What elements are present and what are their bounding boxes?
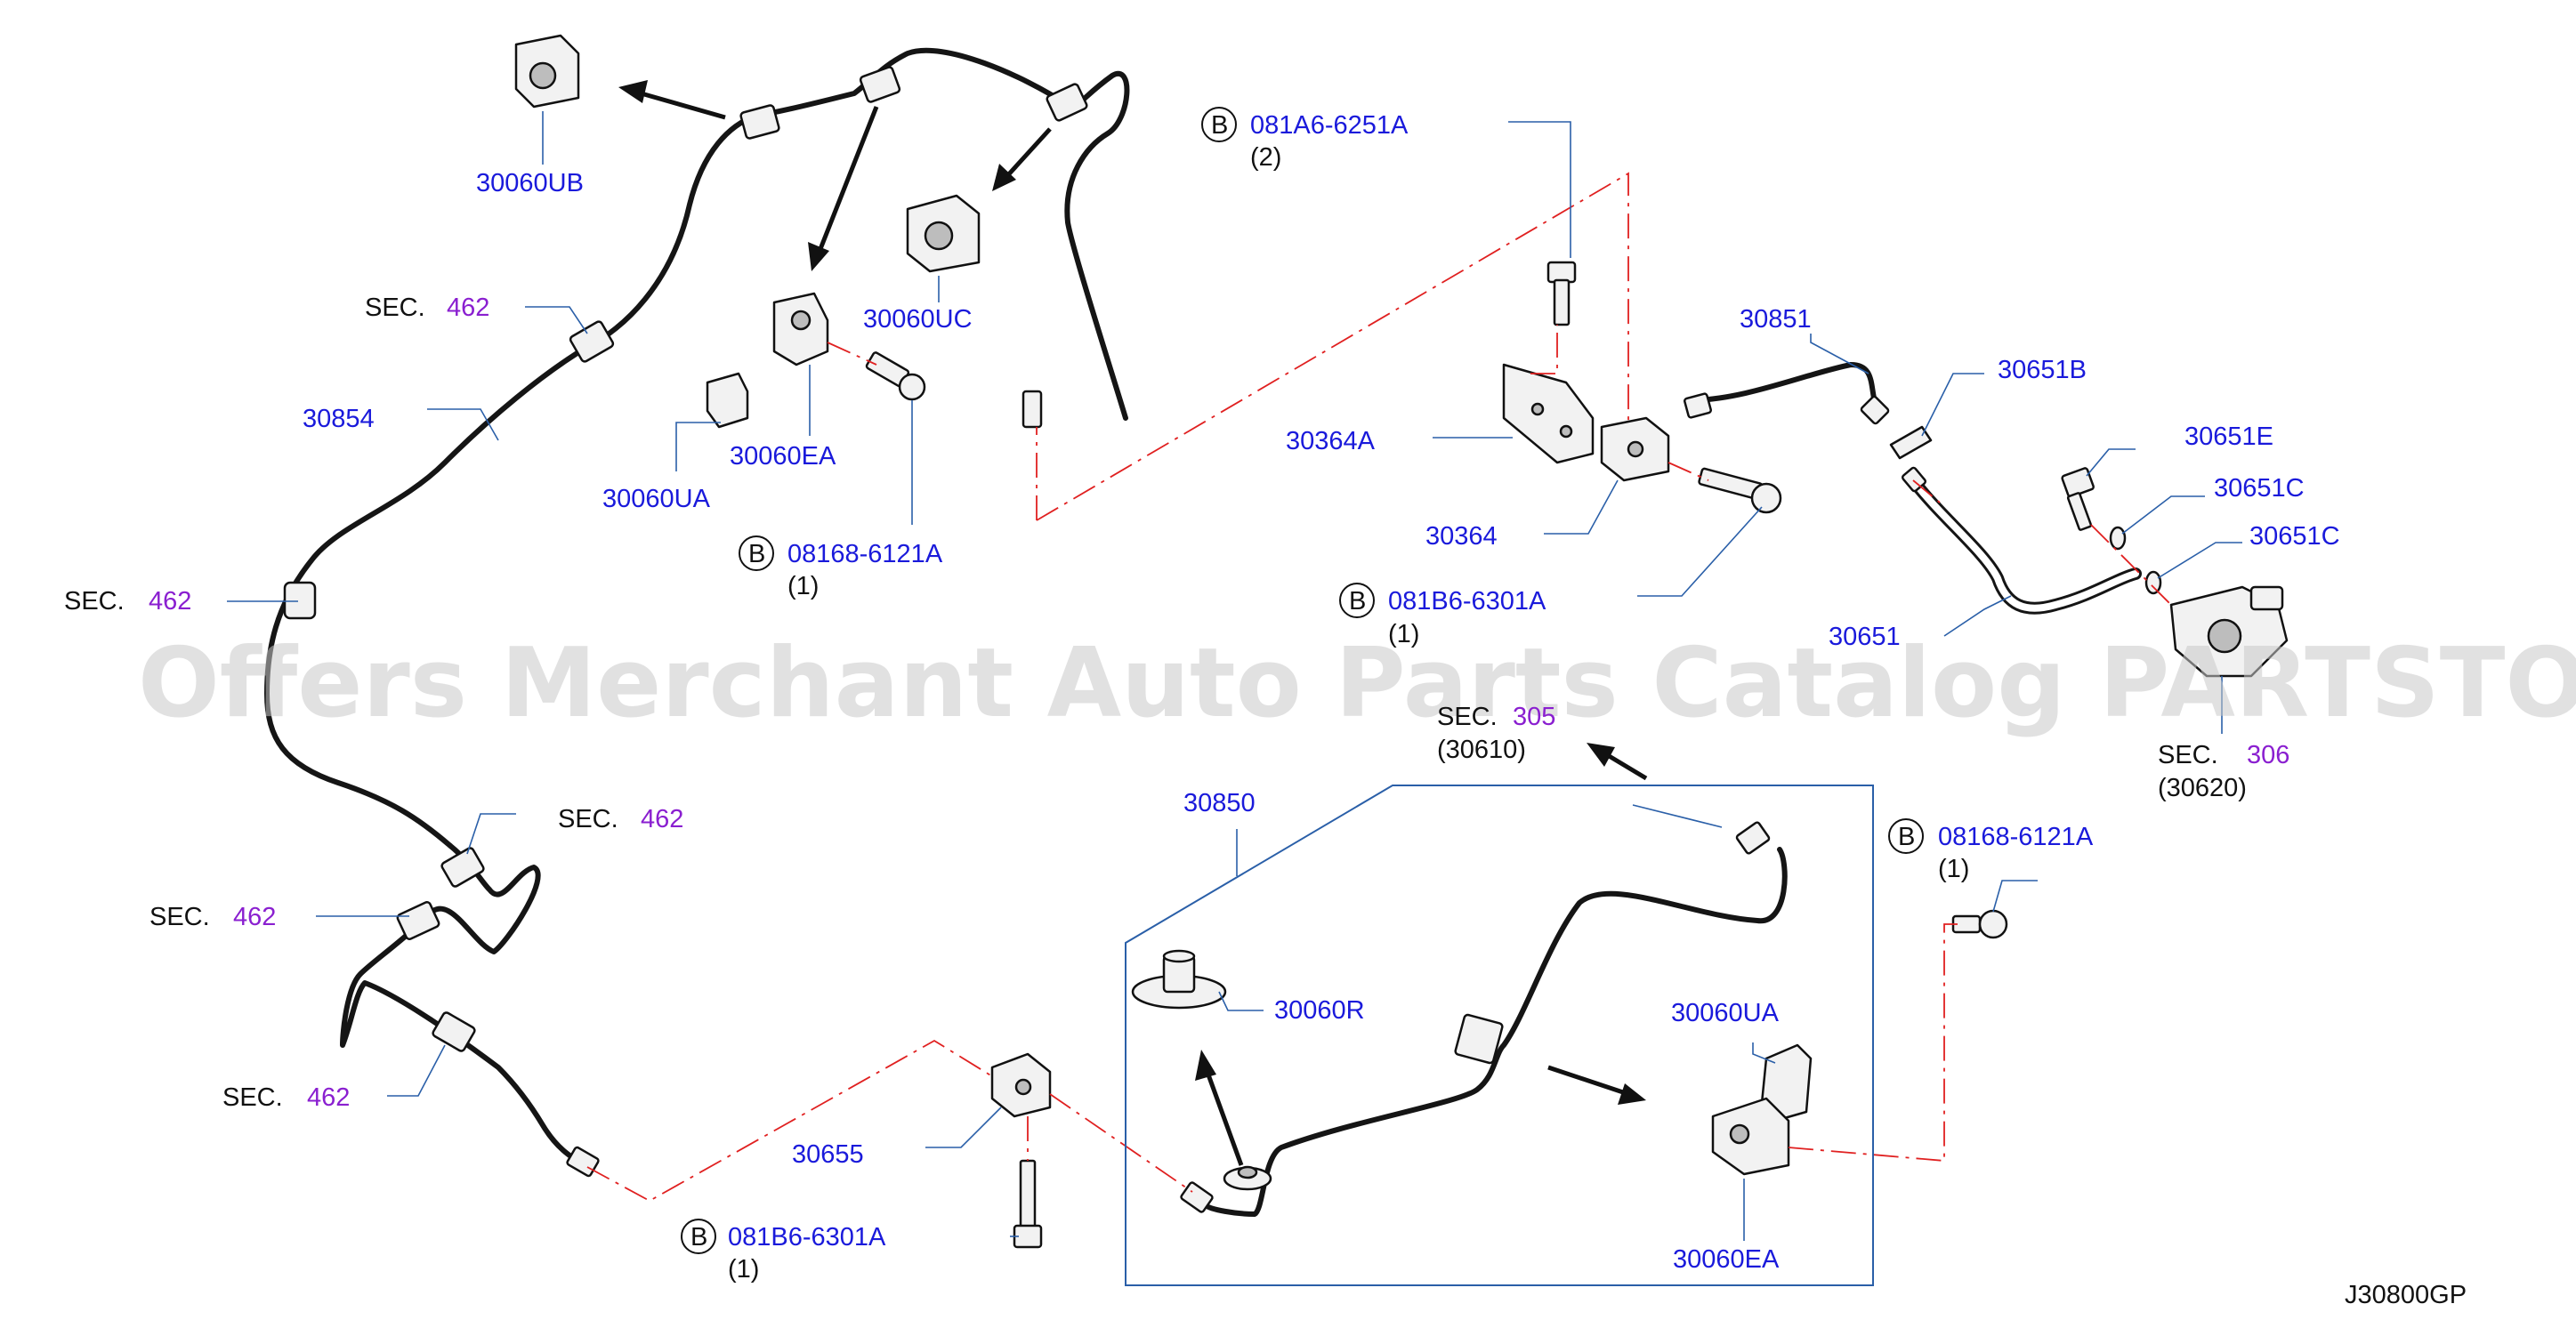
group-box-30850	[1125, 785, 1874, 1286]
part-30060EA-top	[772, 292, 829, 366]
qty-08168-6121A-top: (1)	[787, 572, 819, 600]
part-30060UC	[906, 194, 981, 273]
b-letter-5: B	[690, 1223, 707, 1252]
label-30060R: 30060R	[1274, 996, 1365, 1025]
master-cylinder-30620	[2169, 585, 2289, 678]
label-sec462-2-text: SEC.	[64, 587, 125, 616]
leader-lines	[227, 111, 2242, 1241]
part-30060R	[1131, 949, 1227, 1010]
bolt-081B6-bot	[1013, 1159, 1043, 1249]
label-sec462-3-num: 462	[641, 805, 683, 833]
pipe-clips	[283, 66, 1504, 1065]
part-30060UA-top	[706, 372, 749, 429]
label-sec462-5-num: 462	[307, 1083, 350, 1112]
label-08168-6121A-top: 08168-6121A	[787, 540, 943, 568]
label-sec462-1-num: 462	[447, 294, 489, 322]
b-markers: B B B B B	[681, 107, 1924, 1254]
label-30651: 30651	[1829, 623, 1901, 651]
callout-labels: 30060UB 30060UC 30060EA 30060UA 30854 08…	[64, 111, 2467, 1309]
label-sec305-text: SEC.	[1437, 703, 1498, 731]
bolt-08168-top	[865, 351, 926, 401]
label-sec462-5-text: SEC.	[222, 1083, 283, 1112]
b-letter-2: B	[1211, 111, 1228, 140]
b-marker-081B6-mid	[1339, 583, 1375, 618]
label-30651B: 30651B	[1998, 356, 2087, 384]
brake-hose-30651	[1688, 362, 2142, 615]
label-30651E: 30651E	[2184, 423, 2273, 451]
label-sec462-4-text: SEC.	[149, 903, 210, 931]
label-30854: 30854	[303, 405, 375, 433]
label-sec306-text: SEC.	[2158, 741, 2218, 769]
label-30364: 30364	[1425, 522, 1498, 551]
qty-081B6-6301A-mid: (1)	[1388, 620, 1419, 648]
label-30610: (30610)	[1437, 736, 1526, 764]
label-sec462-1-text: SEC.	[365, 294, 425, 322]
diagram-code: J30800GP	[2345, 1281, 2467, 1309]
grommet-bottom	[1223, 1165, 1272, 1191]
label-30060UA-top: 30060UA	[602, 485, 711, 513]
washer-30651C-b	[2144, 570, 2162, 595]
qty-081B6-6301A-bot: (1)	[728, 1255, 759, 1284]
label-sec462-3-text: SEC.	[558, 805, 618, 833]
label-081B6-6301A-mid: 081B6-6301A	[1388, 587, 1546, 616]
direction-arrows	[618, 80, 1648, 1166]
label-30060UA-bot: 30060UA	[1671, 999, 1780, 1027]
b-letter-4: B	[1898, 823, 1915, 851]
bracket-30364A	[1502, 363, 1595, 464]
label-30364A: 30364A	[1286, 427, 1376, 455]
label-08168-6121A-bot: 08168-6121A	[1938, 823, 2094, 851]
label-30651C-b: 30651C	[2249, 522, 2340, 551]
label-30060EA-bot: 30060EA	[1673, 1245, 1780, 1274]
label-sec305-num: 305	[1513, 703, 1555, 731]
label-30651C-a: 30651C	[2214, 474, 2305, 503]
label-081B6-6301A-bot: 081B6-6301A	[728, 1223, 886, 1252]
b-marker-08168-bot	[1888, 818, 1924, 854]
bolt-081B6-mid	[1698, 467, 1782, 514]
label-sec306-num: 306	[2247, 741, 2289, 769]
b-marker-081B6-bot	[681, 1219, 716, 1254]
clip-30651B	[1889, 425, 1933, 460]
label-30060UB: 30060UB	[476, 169, 584, 197]
bolt-08168-bot	[1951, 909, 2008, 939]
label-30060EA-top: 30060EA	[730, 442, 836, 471]
label-sec462-4-num: 462	[233, 903, 276, 931]
b-marker-081A6	[1201, 107, 1237, 142]
b-marker-08168-top	[739, 535, 774, 571]
part-30060EA-bot	[1711, 1097, 1790, 1176]
label-30620: (30620)	[2158, 774, 2247, 802]
bolt-081A6	[1546, 261, 1577, 326]
label-30850: 30850	[1183, 789, 1256, 817]
qty-081A6-6251A: (2)	[1250, 143, 1281, 172]
qty-08168-6121A-bot: (1)	[1938, 855, 1969, 883]
label-30655: 30655	[792, 1140, 864, 1169]
centerlines	[586, 172, 2172, 1203]
block-30655	[990, 1052, 1052, 1118]
watermark: Offers Merchant Auto Parts Catalog PARTS…	[138, 628, 2576, 739]
washer-30651C-a	[2109, 526, 2127, 551]
bolt-30651E	[2061, 467, 2095, 531]
b-letter-3: B	[1349, 587, 1366, 616]
brake-pipe-30854	[264, 47, 1130, 1170]
label-30060UC: 30060UC	[863, 305, 973, 334]
label-081A6-6251A: 081A6-6251A	[1250, 111, 1409, 140]
part-30060UB	[514, 34, 580, 109]
label-30851: 30851	[1740, 305, 1812, 334]
label-sec462-2-num: 462	[149, 587, 191, 616]
block-30364	[1600, 416, 1670, 482]
b-letter-1: B	[748, 540, 765, 568]
